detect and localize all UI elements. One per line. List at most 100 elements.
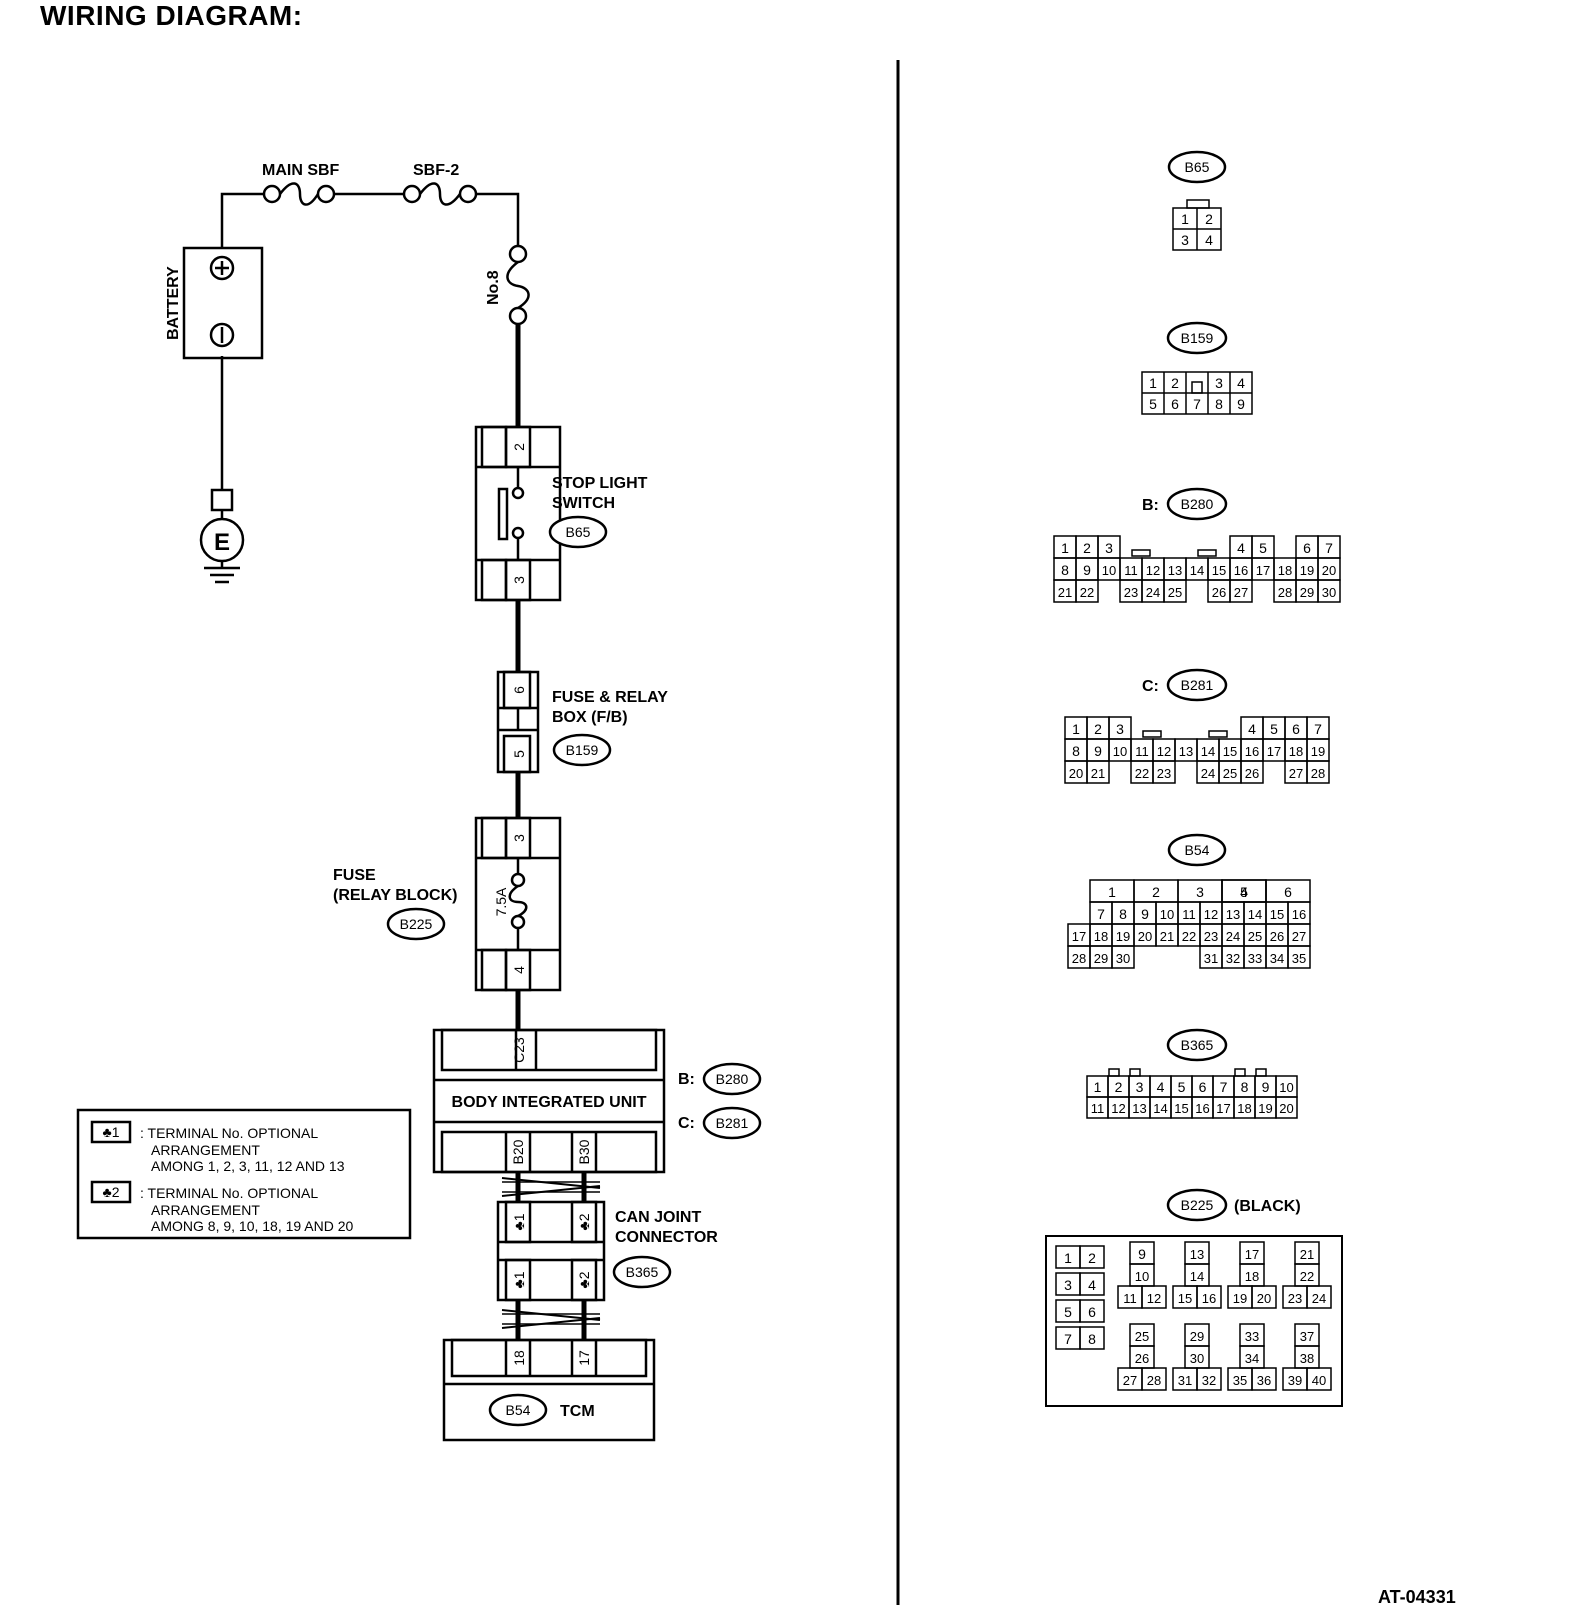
b365-pin-2: 2 xyxy=(1115,1079,1123,1095)
stop-light-switch xyxy=(474,425,562,602)
b54-pin-1: 1 xyxy=(1108,884,1116,900)
no8-label: No.8 xyxy=(485,270,502,305)
legend-2-line-2: ARRANGEMENT xyxy=(151,1202,260,1218)
can-twisted-pair xyxy=(501,1172,601,1340)
b281-pin-7: 7 xyxy=(1314,721,1322,737)
biu-pin-right: B30 xyxy=(576,1139,592,1164)
b225-pin-14: 14 xyxy=(1190,1269,1204,1284)
b281-pin-1: 1 xyxy=(1072,721,1080,737)
b280-pin-3: 3 xyxy=(1105,540,1113,556)
b159-pin-3: 3 xyxy=(1215,375,1223,391)
b54-pin-10: 10 xyxy=(1160,907,1174,922)
b54-pin-2: 2 xyxy=(1152,884,1160,900)
b225-pin-27: 27 xyxy=(1123,1373,1137,1388)
b54-pin-13: 13 xyxy=(1226,907,1240,922)
b281-pin-6: 6 xyxy=(1292,721,1300,737)
b225-pin-18: 18 xyxy=(1245,1269,1259,1284)
b280-pin-21: 21 xyxy=(1058,585,1072,600)
b54-pin-16: 16 xyxy=(1292,907,1306,922)
b281-pin-11: 11 xyxy=(1135,744,1149,759)
legend-1-line-2: ARRANGEMENT xyxy=(151,1142,260,1158)
b225-pin-5: 5 xyxy=(1064,1304,1072,1320)
b225-pin-6-cell xyxy=(1079,1299,1105,1323)
b54-pin-28: 28 xyxy=(1072,951,1086,966)
main-sbf-label: MAIN SBF xyxy=(262,162,340,179)
b54-pin-35: 35 xyxy=(1292,951,1306,966)
b280-pin-30: 30 xyxy=(1322,585,1336,600)
fuse-relay-box xyxy=(496,670,540,774)
can-pin-left-bottom: ♣1 xyxy=(511,1271,527,1288)
rb-pin-bottom: 4 xyxy=(511,966,527,974)
b54-pin-5: 5 xyxy=(1240,884,1248,900)
b281-pin-26: 26 xyxy=(1245,766,1259,781)
b281-pin-2: 2 xyxy=(1094,721,1102,737)
b225-housing xyxy=(1045,1235,1343,1407)
b159-pin-8: 8 xyxy=(1215,396,1223,412)
b225-pin-24-cell xyxy=(1306,1285,1332,1309)
can-pin-left-top: ♣1 xyxy=(511,1213,527,1230)
b65-pin-2: 2 xyxy=(1205,211,1213,227)
b225-pin-35: 35 xyxy=(1233,1373,1247,1388)
b159-pin-1: 1 xyxy=(1149,375,1157,391)
b54-pin-4: 4 xyxy=(1240,884,1248,900)
b280-pin-27: 27 xyxy=(1234,585,1248,600)
main-sbf-fuse xyxy=(262,182,336,206)
b225-pin-9: 9 xyxy=(1138,1246,1146,1262)
b54-pin-23: 23 xyxy=(1204,929,1218,944)
b281-pin-15: 15 xyxy=(1223,744,1237,759)
b280-pin-4: 4 xyxy=(1237,540,1245,556)
b281-pin-4: 4 xyxy=(1248,721,1256,737)
b280-pin-15: 15 xyxy=(1212,563,1226,578)
b281-pin-21-cell xyxy=(1086,760,1110,784)
b54-pin-8: 8 xyxy=(1119,906,1127,922)
b225-pin-25: 25 xyxy=(1135,1329,1149,1344)
b225-pin-32-cell xyxy=(1196,1367,1222,1391)
b280-pin-24: 24 xyxy=(1146,585,1160,600)
b280-pin-20: 20 xyxy=(1322,563,1336,578)
fb-pin-top: 6 xyxy=(511,686,527,694)
b54-pin-14: 14 xyxy=(1248,907,1262,922)
tcm-unit xyxy=(442,1338,656,1442)
connector-lock-tab xyxy=(1108,1068,1120,1077)
b225-pin-39: 39 xyxy=(1288,1373,1302,1388)
b65-pin-4: 4 xyxy=(1205,232,1213,248)
b281-pin-28: 28 xyxy=(1311,766,1325,781)
b54-pin-26: 26 xyxy=(1270,929,1284,944)
b54-pin-6: 6 xyxy=(1284,884,1292,900)
b281-pin-22: 22 xyxy=(1135,766,1149,781)
can-label-1: CAN JOINT xyxy=(615,1209,701,1226)
b225-pin-20: 20 xyxy=(1257,1291,1271,1306)
rb-rating: 7.5A xyxy=(493,887,509,916)
b225-pin-30: 30 xyxy=(1190,1351,1204,1366)
connector-lock-tab xyxy=(1129,1068,1141,1077)
b365-pin-7: 7 xyxy=(1220,1079,1228,1095)
b281-pin-17: 17 xyxy=(1267,744,1281,759)
b225-pin-8-cell xyxy=(1079,1326,1105,1350)
b54-pin-12: 12 xyxy=(1204,907,1218,922)
b280-pin-7: 7 xyxy=(1325,540,1333,556)
b159-pin-6: 6 xyxy=(1171,396,1179,412)
b281-pin-20: 20 xyxy=(1069,766,1083,781)
b225-pin-24: 24 xyxy=(1312,1291,1326,1306)
b225-pin-3: 3 xyxy=(1064,1277,1072,1293)
b281-pin-27: 27 xyxy=(1289,766,1303,781)
b54-pin-20: 20 xyxy=(1138,929,1152,944)
b54-pin-7: 7 xyxy=(1097,906,1105,922)
b365-pin-1: 1 xyxy=(1094,1079,1102,1095)
b281-prefix: C: xyxy=(1142,678,1159,695)
b280-pin-27-cell xyxy=(1229,579,1253,603)
b281-pin-18: 18 xyxy=(1289,744,1303,759)
b225-pin-19: 19 xyxy=(1233,1291,1247,1306)
b280-pin-11: 11 xyxy=(1124,563,1138,578)
stop-light-label-1: STOP LIGHT xyxy=(552,475,648,492)
b281-pin-23: 23 xyxy=(1157,766,1171,781)
b280-pin-22-cell xyxy=(1075,579,1099,603)
b281-name: B281 xyxy=(1181,677,1214,693)
b159-pinout xyxy=(1141,371,1253,415)
b365-pin-14: 14 xyxy=(1153,1101,1167,1116)
b225-pin-8: 8 xyxy=(1088,1331,1096,1347)
b281-pin-25: 25 xyxy=(1223,766,1237,781)
stop-light-connector-badge: B65 xyxy=(566,524,591,540)
